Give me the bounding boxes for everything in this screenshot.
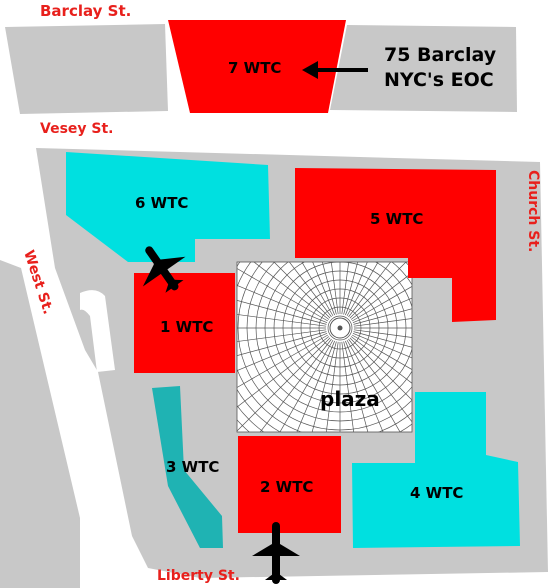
annotation-line2: NYC's EOC (384, 69, 494, 91)
eoc-arrow-head (302, 61, 318, 79)
label-4wtc: 4 WTC (410, 484, 463, 502)
street-barclay: Barclay St. (40, 2, 131, 20)
label-2wtc: 2 WTC (260, 478, 313, 496)
west-street-driveway (80, 290, 115, 372)
street-church: Church St. (525, 170, 541, 252)
block-75-barclay (330, 25, 517, 112)
building-5wtc[interactable] (295, 168, 496, 322)
street-liberty: Liberty St. (157, 568, 240, 584)
street-vesey: Vesey St. (40, 121, 114, 137)
label-5wtc: 5 WTC (370, 210, 423, 228)
label-plaza: plaza (320, 387, 380, 411)
label-1wtc: 1 WTC (160, 318, 213, 336)
building-6wtc[interactable] (66, 152, 270, 262)
building-7wtc[interactable] (168, 20, 346, 113)
label-6wtc: 6 WTC (135, 194, 188, 212)
building-3wtc[interactable] (152, 386, 223, 548)
building-2wtc[interactable] (238, 436, 341, 533)
label-3wtc: 3 WTC (166, 458, 219, 476)
airplane-icon (252, 522, 300, 584)
plaza-pattern (237, 262, 412, 432)
annotation-line1: 75 Barclay (384, 44, 497, 66)
block-west-of-7wtc (5, 24, 168, 114)
building-1wtc[interactable] (134, 273, 235, 373)
building-4wtc[interactable] (352, 392, 520, 548)
label-7wtc: 7 WTC (228, 59, 281, 77)
block-west-street (0, 260, 80, 588)
